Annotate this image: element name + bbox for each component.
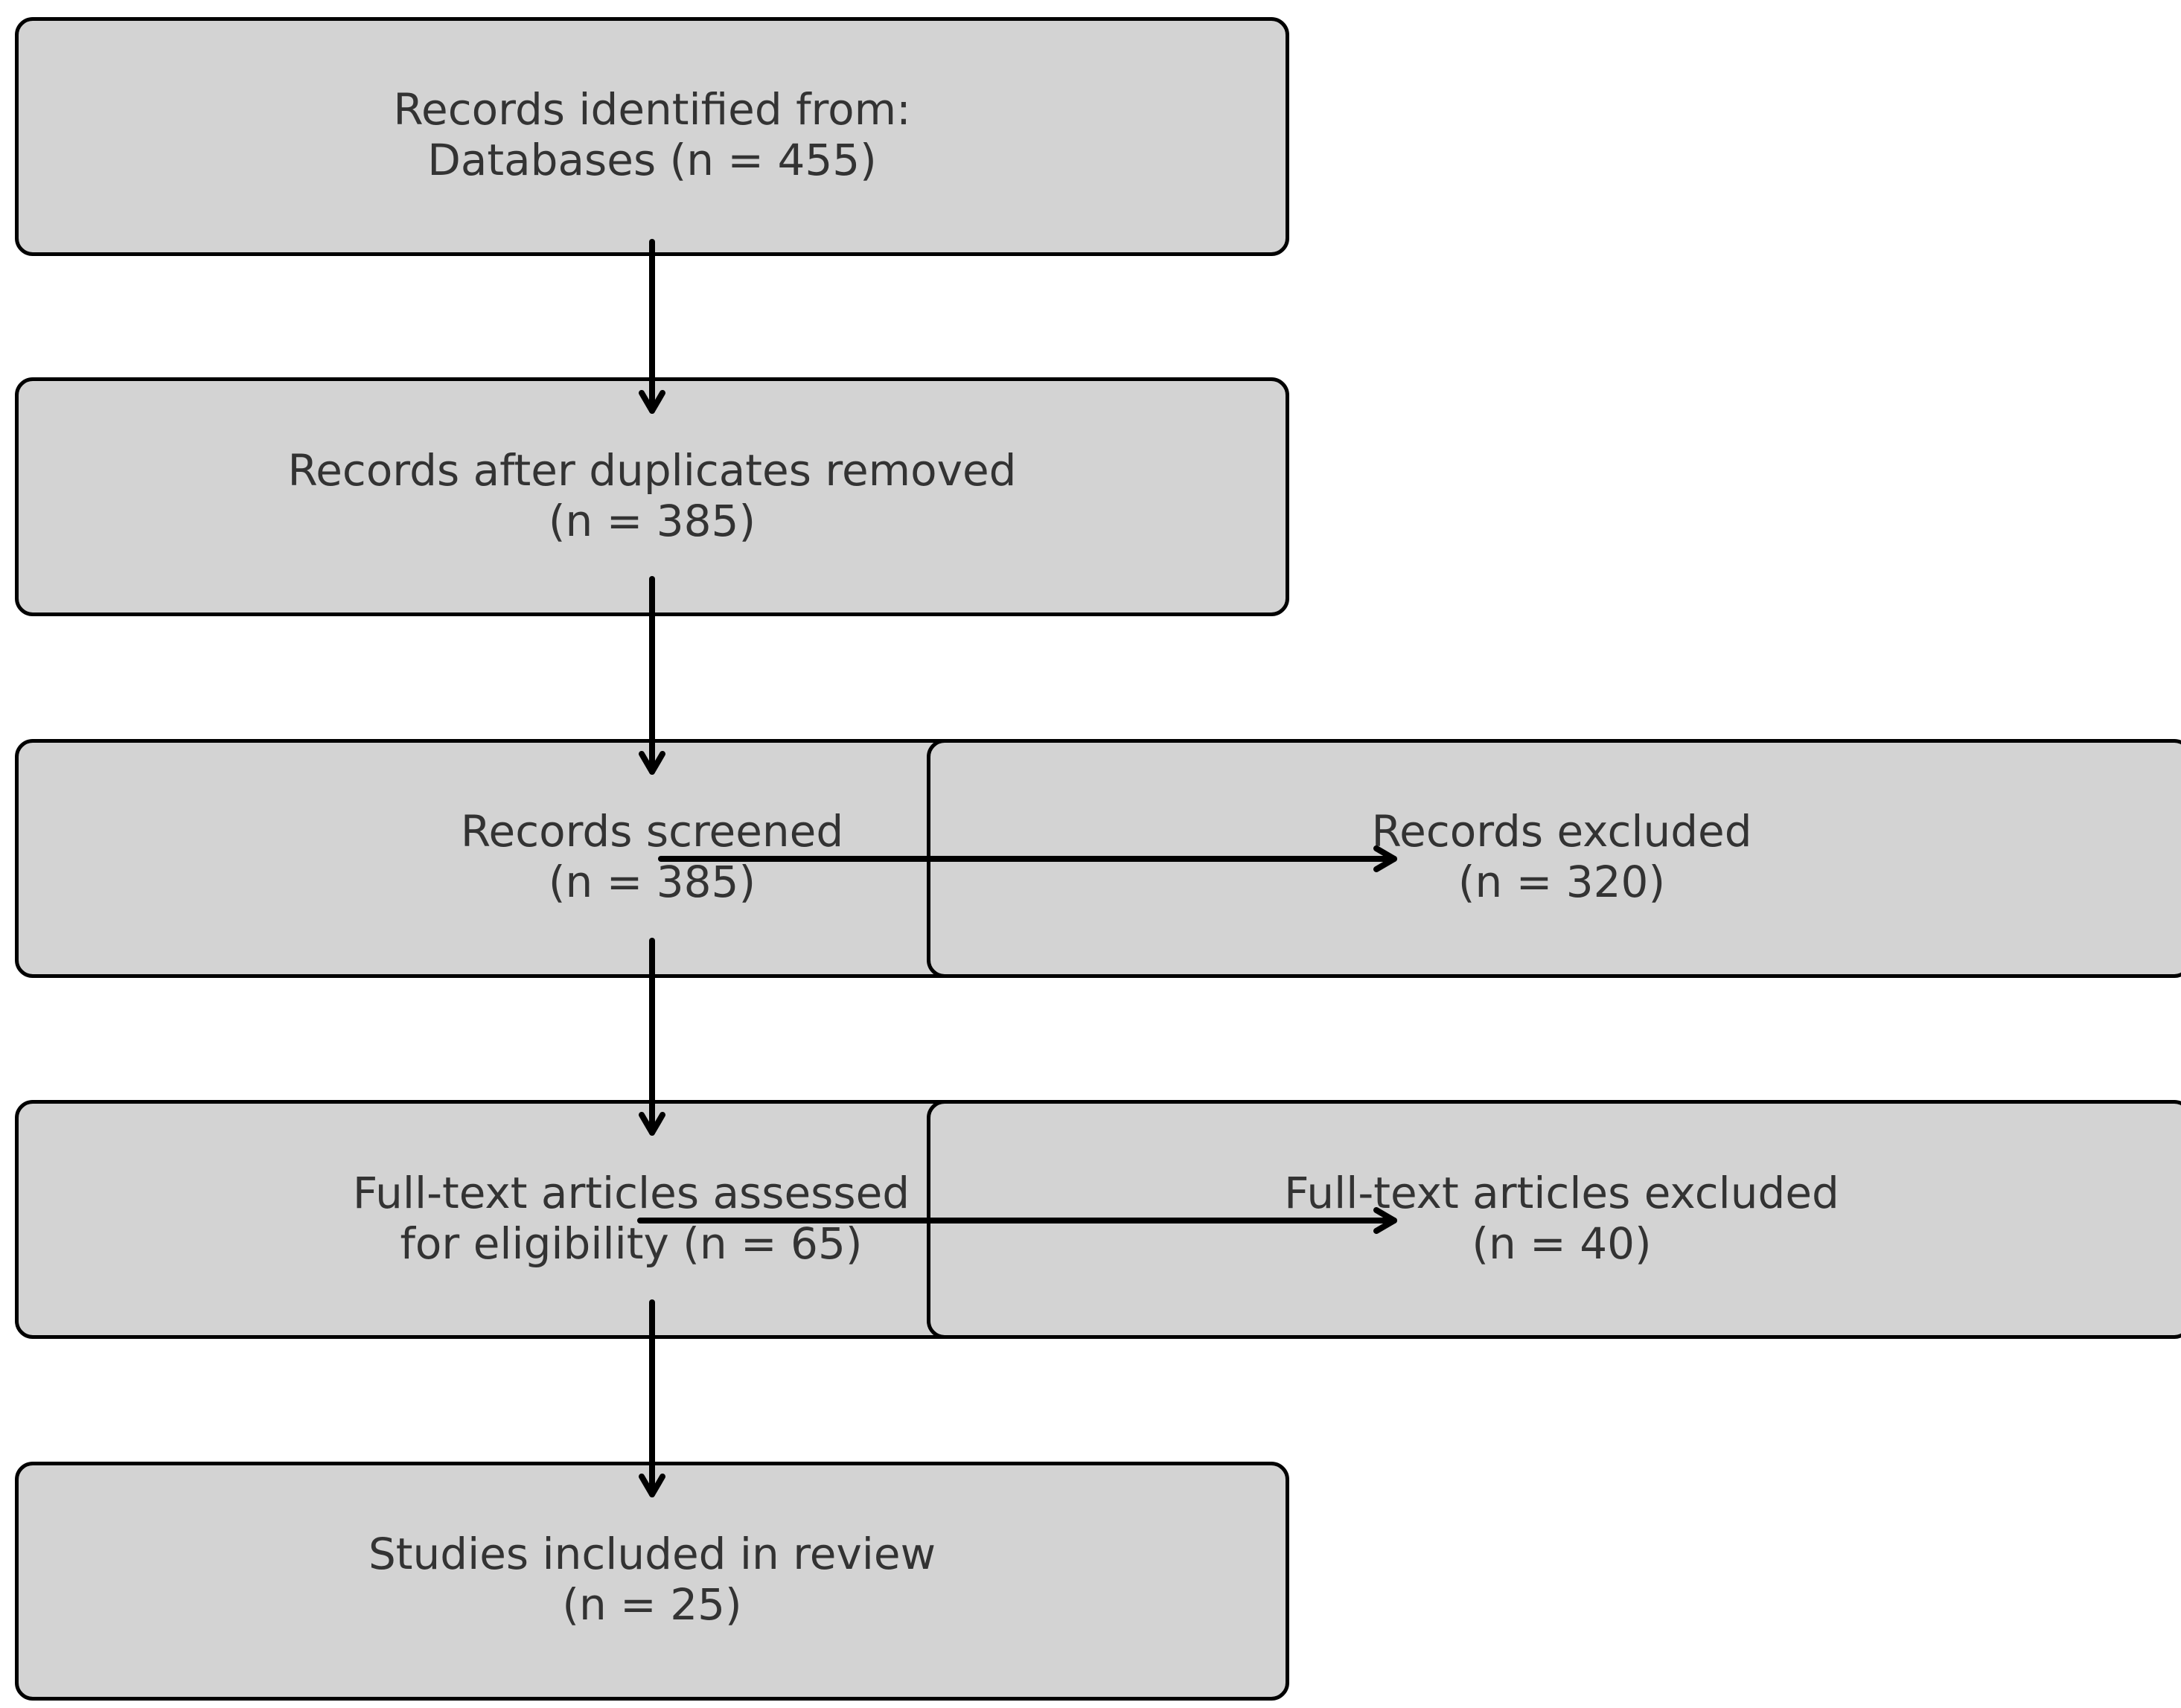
label-line-2: for eligibility (n = 65) [400,1218,863,1269]
label-full-text-assessed: Full-text articles assessed for eligibil… [353,1168,910,1269]
label-line-2: (n = 25) [562,1579,742,1630]
label-line-1: Studies included in review [368,1529,936,1579]
label-line-2: (n = 385) [548,857,756,907]
label-full-text-excluded: Full-text articles excluded (n = 40) [1284,1168,1839,1269]
label-line-1: Records excluded [1371,806,1752,857]
label-line-1: Full-text articles assessed [352,1168,910,1218]
label-records-identified: Records identified from: Databases (n = … [393,84,910,185]
label-line-2: (n = 385) [548,496,756,546]
label-studies-included: Studies included in review (n = 25) [368,1529,936,1630]
box-records-identified [15,17,1289,256]
box-records-excluded [927,739,2181,978]
label-records-screened: Records screened (n = 385) [461,806,843,907]
label-line-1: Records identified from: [393,84,911,135]
label-line-1: Records screened [460,806,844,857]
label-line-1: Full-text articles excluded [1284,1168,1839,1218]
label-line-2: (n = 320) [1457,857,1666,907]
label-records-after-duplicates: Records after duplicates removed (n = 38… [288,445,1017,546]
box-studies-included [15,1462,1289,1701]
label-line-2: Databases (n = 455) [427,135,877,185]
label-records-excluded: Records excluded (n = 320) [1371,806,1751,907]
label-line-2: (n = 40) [1472,1218,1652,1269]
label-line-1: Records after duplicates removed [287,445,1017,496]
